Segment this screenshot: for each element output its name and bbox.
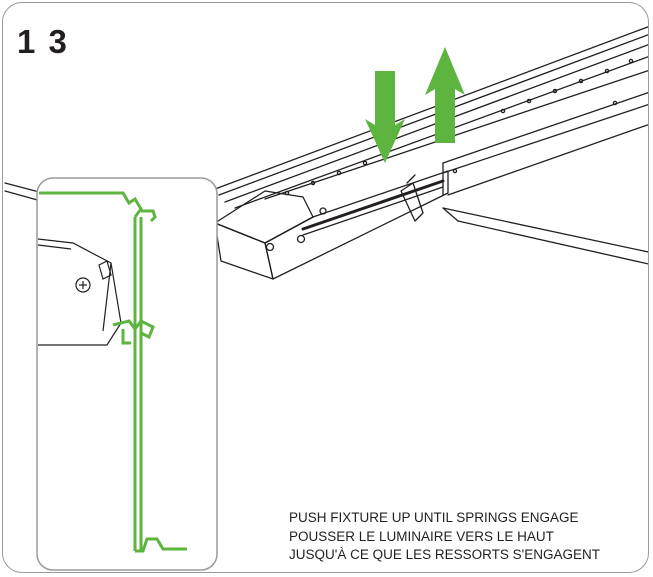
mounting-profile — [39, 191, 187, 553]
instruction-french-1: POUSSER LE LUMINAIRE VERS LE HAUT — [289, 528, 554, 544]
spring-clip — [400, 174, 424, 222]
instruction-english: PUSH FIXTURE UP UNTIL SPRINGS ENGAGE — [289, 510, 579, 525]
screw-icon — [75, 277, 91, 293]
step-number: 1 3 — [17, 23, 69, 60]
screw-icon — [265, 242, 275, 252]
installation-illustration — [4, 26, 648, 571]
cross-tbar — [442, 207, 648, 265]
push-down-arrow-icon — [365, 71, 405, 163]
ceiling-rail — [214, 26, 648, 209]
push-up-arrow-icon — [425, 47, 465, 143]
instruction-french-2: JUSQU'À CE QUE LES RESSORTS S'ENGAGENT — [289, 547, 600, 562]
lower-rail — [442, 92, 648, 196]
instruction-caption: PUSH FIXTURE UP UNTIL SPRINGS ENGAGE POU… — [289, 509, 600, 565]
light-fixture — [214, 170, 449, 280]
detail-inset — [36, 177, 218, 571]
rail-holes — [284, 58, 634, 196]
